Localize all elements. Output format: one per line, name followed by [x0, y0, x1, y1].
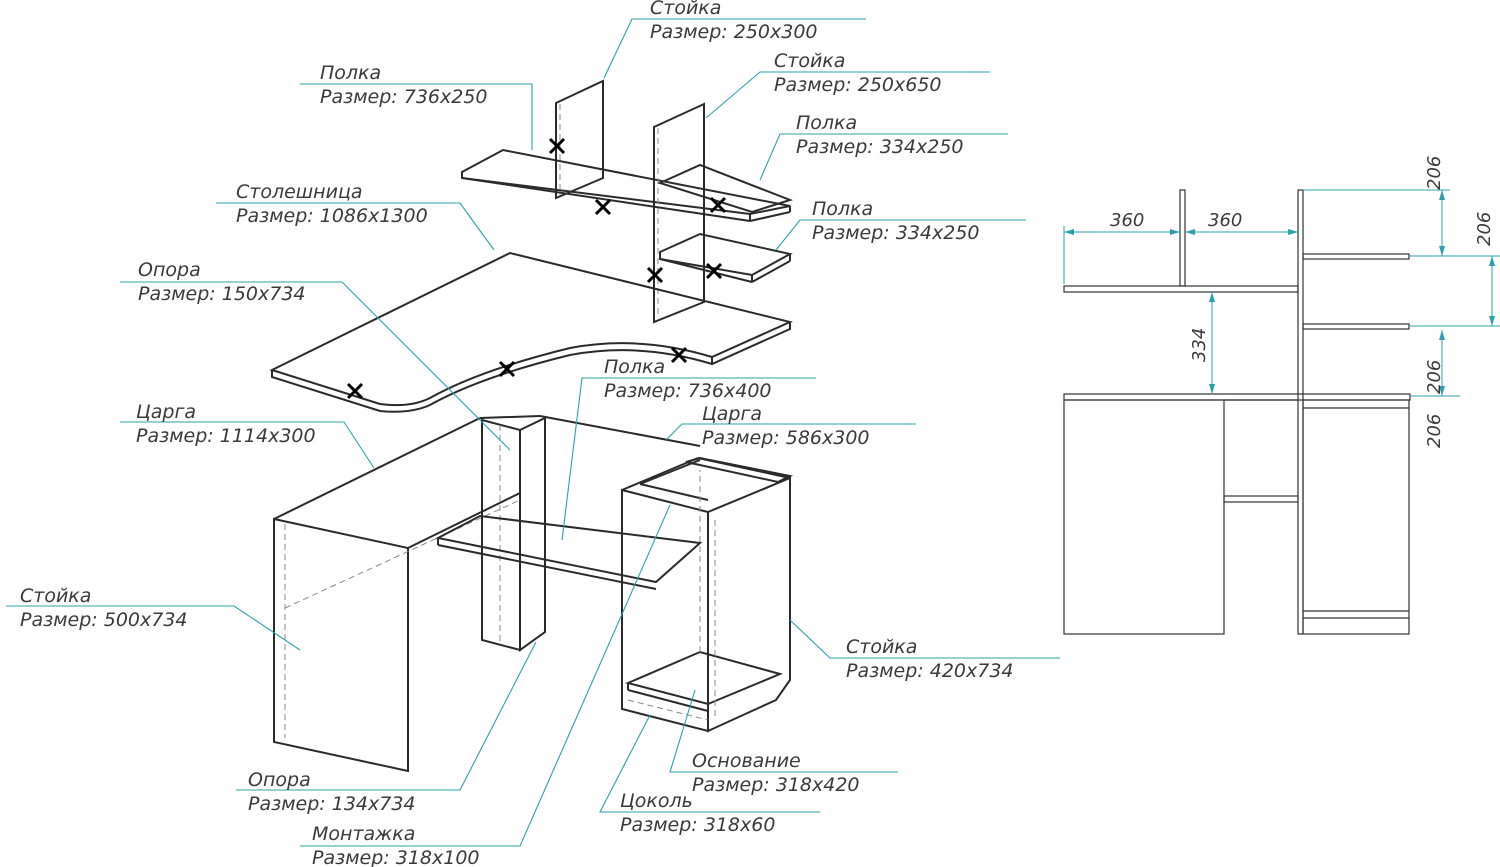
label-size-opora-2: Размер: 134x734 [248, 793, 416, 815]
label-name-cokol: Цоколь [620, 790, 693, 812]
leader-lines [6, 18, 1060, 847]
label-size-carga-2: Размер: 586x300 [702, 427, 870, 449]
label-size-montazhka: Размер: 318x100 [312, 847, 480, 867]
label-size-osnovanie: Размер: 318x420 [692, 774, 860, 796]
side-panel-500x734 [273, 517, 409, 773]
label-size-opora-1: Размер: 150x734 [138, 283, 306, 305]
label-size-stoika-left: Размер: 500x734 [20, 609, 188, 631]
tabletop [269, 251, 794, 413]
label-size-polka-r1: Размер: 334x250 [796, 136, 964, 158]
dim-shelf-3: 206 [1424, 360, 1445, 394]
shelf-736x250 [461, 148, 791, 216]
label-name-montazhka: Монтажка [312, 823, 415, 845]
dim-shelf-1: 206 [1424, 156, 1445, 190]
label-name-stoleshnica: Столешница [236, 181, 363, 203]
label-name-stoika-right: Стойка [846, 636, 917, 658]
label-name-polka-r1: Полка [796, 112, 857, 134]
label-size-stoika-top: Размер: 250x300 [650, 21, 818, 43]
label-name-opora-1: Опора [138, 259, 201, 281]
shelf-736x400 [435, 514, 703, 584]
dim-left-width: 360 [1110, 210, 1144, 231]
shelf-334x250-b [659, 232, 793, 277]
label-name-stoika-left: Стойка [20, 585, 91, 607]
label-size-cokol: Размер: 318x60 [620, 814, 775, 836]
dim-vertical-gap: 334 [1189, 328, 1210, 362]
label-name-stoika-mid: Стойка [774, 50, 845, 72]
label-name-stoika-top: Стойка [650, 0, 721, 19]
fastener-marks [346, 137, 727, 400]
dim-right-width: 360 [1208, 210, 1242, 231]
label-size-stoika-right: Размер: 420x734 [846, 660, 1014, 682]
side-panel-420x734 [707, 476, 791, 733]
front-top-shelf [1063, 285, 1299, 293]
label-name-opora-2: Опора [248, 769, 311, 791]
dimension-lines: 360 360 334 206 206 206 206 [1063, 156, 1500, 448]
front-view [1063, 189, 1411, 635]
label-name-carga-2: Царга [702, 403, 762, 425]
desk-body [273, 415, 794, 773]
upright-250x650 [653, 102, 705, 324]
label-name-polka-top: Полка [320, 62, 381, 84]
dim-shelf-2: 206 [1474, 212, 1495, 246]
cabinet-front [621, 488, 709, 733]
label-size-polka-r2: Размер: 334x250 [812, 222, 980, 244]
label-name-osnovanie: Основание [692, 750, 801, 772]
support-150x734 [481, 418, 521, 652]
label-name-carga-1: Царга [136, 401, 196, 423]
part-labels: Стойка Размер: 250x300 Полка Размер: 736… [20, 0, 1014, 867]
label-size-polka-top: Размер: 736x250 [320, 86, 488, 108]
label-size-polka-low: Размер: 736x400 [604, 380, 772, 402]
label-name-polka-low: Полка [604, 356, 665, 378]
label-size-stoleshnica: Размер: 1086x1300 [236, 205, 428, 227]
upper-shelf-unit [461, 79, 794, 324]
label-size-stoika-mid: Размер: 250x650 [774, 74, 942, 96]
dim-shelf-4: 206 [1424, 414, 1445, 448]
base-318x420 [624, 650, 784, 706]
label-size-carga-1: Размер: 1114x300 [136, 425, 316, 447]
upright-250x300 [555, 79, 604, 200]
label-name-polka-r2: Полка [812, 198, 873, 220]
